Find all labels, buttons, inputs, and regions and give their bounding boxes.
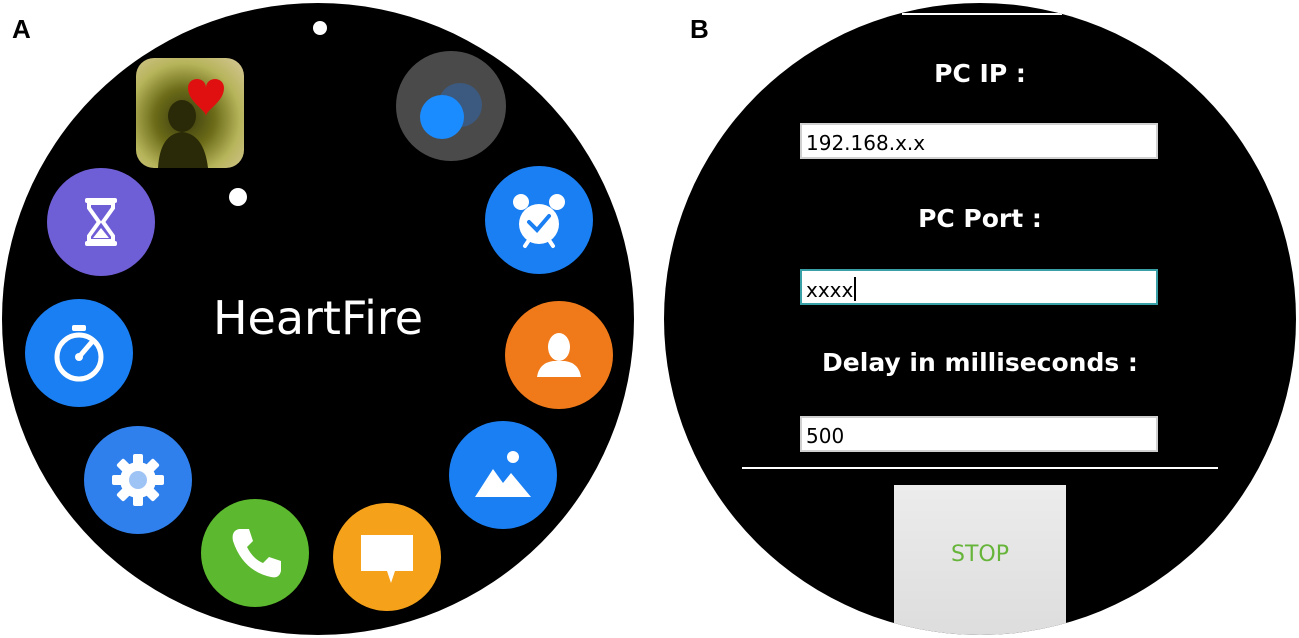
bottom-divider — [742, 467, 1218, 469]
heartfire-app-icon[interactable] — [136, 58, 244, 168]
panel-label-a: A — [12, 14, 31, 44]
stop-button[interactable]: STOP — [894, 485, 1066, 635]
alarm-clock-icon — [513, 194, 565, 248]
messages-app-icon[interactable] — [333, 503, 441, 611]
heart-photo-icon — [158, 79, 224, 168]
bubble-app-icon[interactable] — [396, 51, 506, 161]
gear-icon — [112, 454, 164, 506]
bubble-icon — [420, 83, 482, 139]
settings-screen: PC IP : 192.168.x.x PC Port : xxxx Delay… — [664, 3, 1296, 635]
port-label: PC Port : — [918, 204, 1042, 233]
app-title: HeartFire — [212, 291, 424, 345]
phone-icon — [232, 529, 281, 578]
delay-input[interactable]: 500 — [800, 416, 1158, 452]
text-caret — [854, 277, 857, 301]
panel-label-b: B — [690, 14, 709, 44]
port-input-value: xxxx — [806, 278, 854, 302]
message-icon — [361, 535, 413, 583]
watch-home-screen: HeartFire — [2, 3, 634, 635]
ip-input[interactable]: 192.168.x.x — [800, 123, 1158, 159]
ip-input-value: 192.168.x.x — [806, 131, 926, 155]
ip-label: PC IP : — [934, 59, 1026, 88]
delay-label: Delay in milliseconds : — [822, 348, 1138, 377]
phone-app-icon[interactable] — [201, 499, 309, 607]
mountain-image-icon — [475, 451, 531, 497]
delay-input-value: 500 — [806, 424, 845, 448]
gallery-app-icon[interactable] — [449, 421, 557, 529]
stopwatch-app-icon[interactable] — [25, 299, 133, 407]
person-icon — [537, 333, 581, 377]
settings-app-icon[interactable] — [84, 426, 192, 534]
top-divider — [902, 13, 1062, 15]
contacts-app-icon[interactable] — [505, 301, 613, 409]
page-indicator-dot — [229, 188, 247, 206]
hourglass-icon — [85, 198, 117, 246]
page-indicator-dot — [313, 21, 327, 35]
stopwatch-icon — [54, 325, 104, 382]
port-input[interactable]: xxxx — [800, 269, 1158, 305]
alarm-app-icon[interactable] — [485, 166, 593, 274]
timer-app-icon[interactable] — [47, 168, 155, 276]
